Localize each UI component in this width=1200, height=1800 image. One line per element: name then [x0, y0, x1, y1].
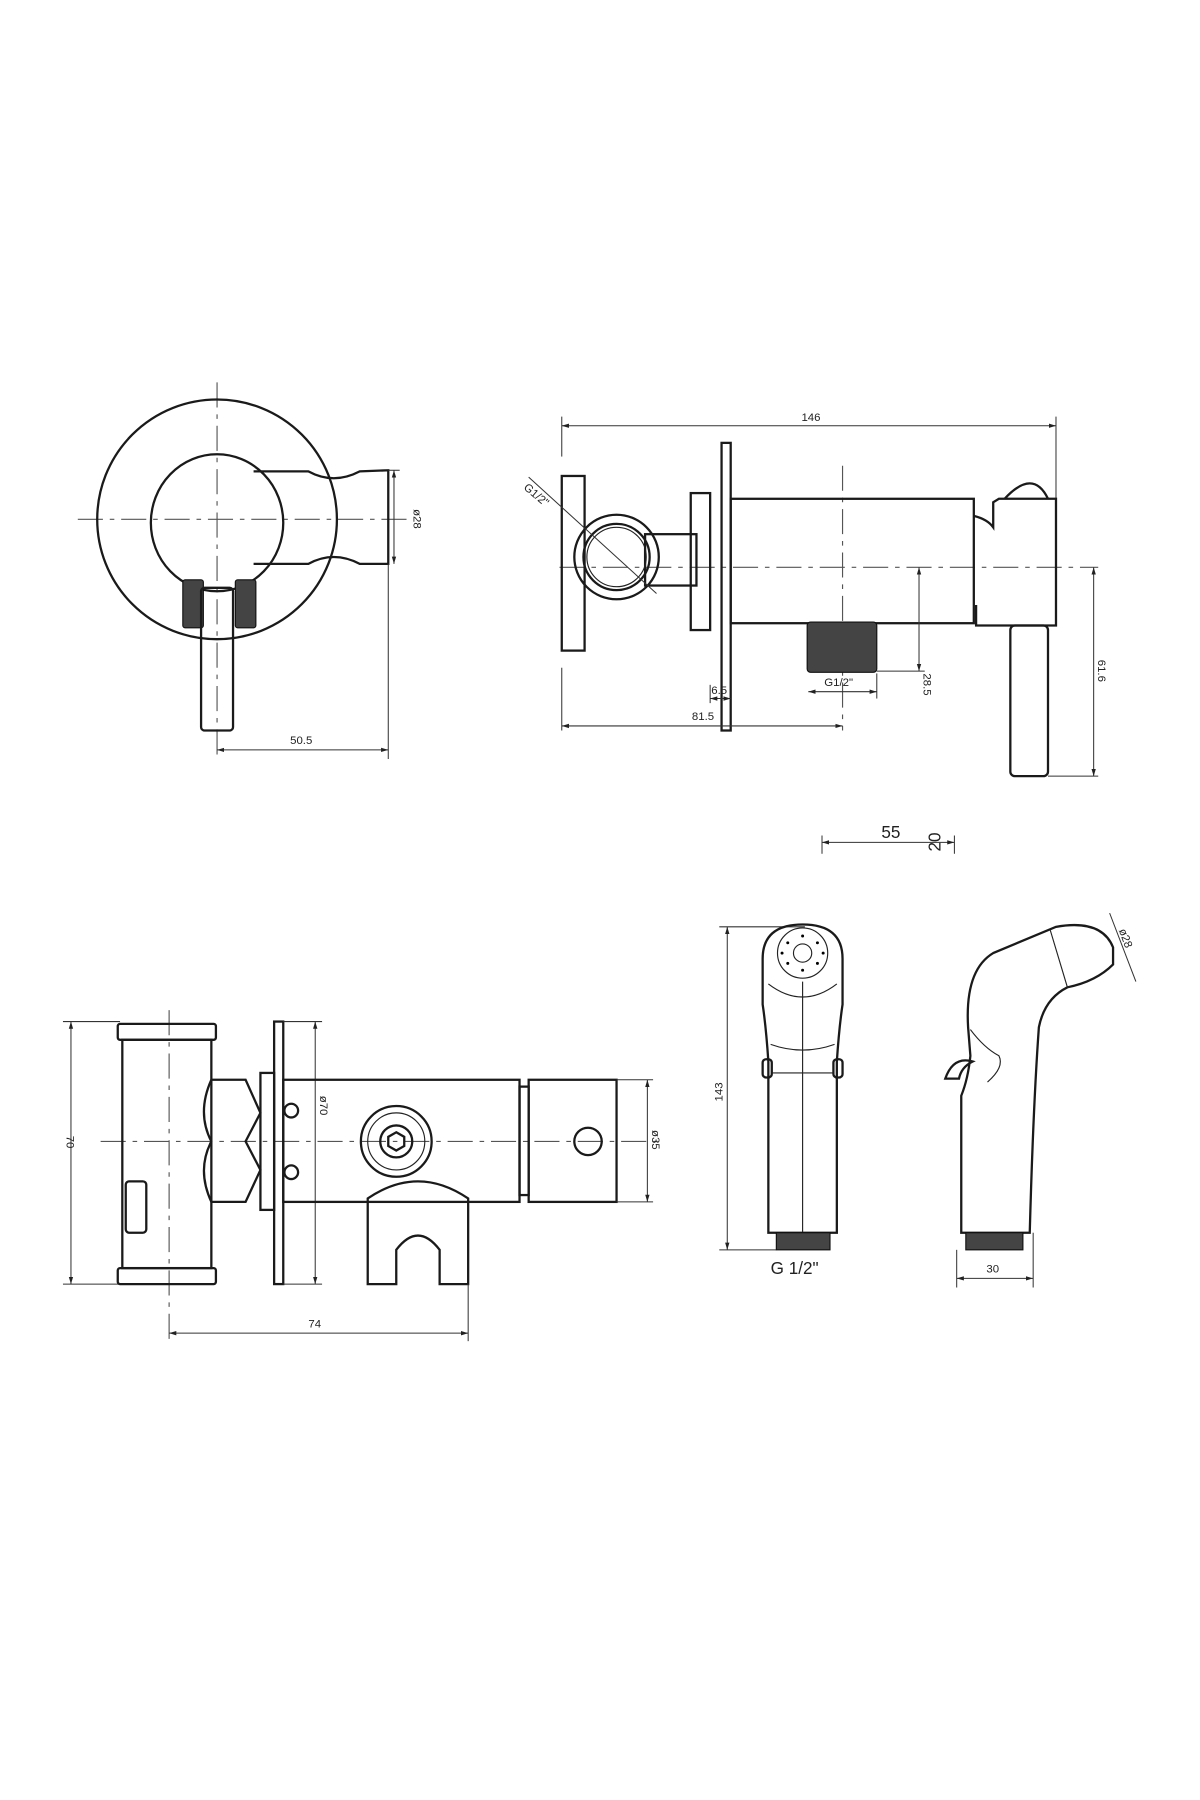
- nozzle-holes-icon: [776, 927, 829, 979]
- side-view: 146 G1/2" 6.5 G1/2" 81.5 28.5 61.6: [521, 412, 1107, 778]
- scale-note: 55 20: [821, 823, 955, 854]
- dim-holder-dia: ø28: [410, 509, 422, 529]
- scale-height: 20: [926, 832, 945, 851]
- dim-outlet-height: 28.5: [921, 673, 933, 695]
- dim-plate: 6.5: [711, 685, 727, 697]
- dim-outlet-offset: 81.5: [692, 711, 714, 723]
- dim-plate-dia: ø70: [317, 1096, 329, 1116]
- front-view: ø28 50.5: [77, 382, 422, 760]
- dim-sprayer-dia: ø28: [1116, 927, 1134, 950]
- dim-sprayer-width: 30: [986, 1264, 999, 1276]
- dim-body-dia: ø35: [649, 1130, 661, 1150]
- dim-sprayer-length: 143: [714, 1082, 726, 1101]
- sprayer-front-view: 143 G 1/2": [714, 923, 844, 1278]
- dim-inlet-thread: G1/2": [521, 482, 551, 510]
- dim-lever-height: 61.6: [1095, 660, 1107, 682]
- dim-outlet-thread: G1/2": [824, 677, 853, 689]
- scale-length: 55: [881, 823, 900, 842]
- sprayer-thread: G 1/2": [771, 1259, 819, 1278]
- dim-width: 50.5: [290, 735, 312, 747]
- sprayer-side-view: 30 ø28: [943, 912, 1137, 1288]
- dim-height: 70: [63, 1136, 75, 1149]
- dim-total-length: 146: [801, 412, 820, 424]
- top-view: 70 ø70 ø35 74: [62, 1010, 665, 1342]
- thread-icon: [182, 579, 257, 629]
- dim-length: 74: [308, 1318, 321, 1330]
